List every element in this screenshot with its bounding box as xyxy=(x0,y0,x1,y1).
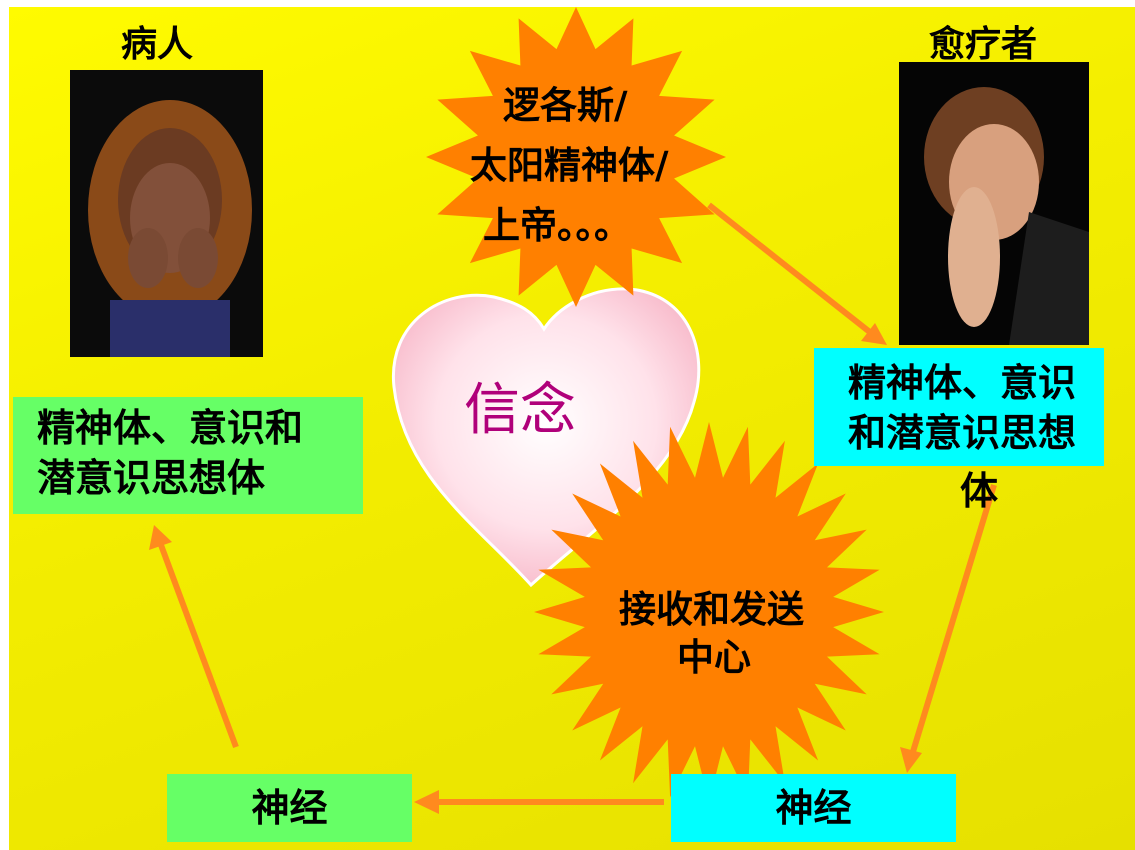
logos-line-2: 太阳精神体/ xyxy=(470,144,669,187)
arrow-logos-to-healer xyxy=(707,202,873,336)
patient-photo xyxy=(70,70,263,357)
diagram-canvas xyxy=(149,7,997,814)
patient-mind-line-2: 潜意识思想体 xyxy=(37,456,266,500)
slide: 病人 愈疗者 逻各斯/ 太阳精神体/ 上帝。。。 信念 接收和发送 中心 精神 xyxy=(9,7,1135,850)
healer-photo xyxy=(899,62,1089,345)
logos-starburst xyxy=(426,7,726,307)
arrow-nerve-to-patient xyxy=(158,543,239,749)
healer-nerve-label: 神经 xyxy=(775,786,852,830)
patient-nerve-box: 神经 xyxy=(167,774,412,842)
arrowhead-healer-to-nerve xyxy=(900,747,922,773)
arrow-healer-to-nerve xyxy=(909,484,997,756)
center-line-2: 中心 xyxy=(677,636,751,679)
healer-title: 愈疗者 xyxy=(929,24,1038,65)
healer-mind-line-3: 体 xyxy=(960,469,999,513)
center-line-1: 接收和发送 xyxy=(619,588,804,631)
center-starburst xyxy=(534,422,884,802)
healer-mind-line-2: 和潜意识思想 xyxy=(848,411,1077,455)
patient-title: 病人 xyxy=(121,24,194,65)
healer-mind-box: 精神体、意识 和潜意识思想 xyxy=(814,348,1104,466)
arrowhead-nerve-to-patient xyxy=(149,525,172,550)
patient-nerve-label: 神经 xyxy=(251,786,328,830)
patient-mind-box: 精神体、意识和 潜意识思想体 xyxy=(13,397,363,514)
logos-line-1: 逻各斯/ xyxy=(503,84,628,127)
arrowhead-logos-to-healer xyxy=(861,323,887,345)
healer-nerve-box: 神经 xyxy=(671,774,956,842)
arrowhead-nerve-to-nerve xyxy=(414,790,439,814)
healer-mind-line-1: 精神体、意识 xyxy=(848,361,1077,405)
logos-line-3: 上帝。。。 xyxy=(483,204,631,247)
patient-mind-line-1: 精神体、意识和 xyxy=(37,406,304,450)
heart-shape xyxy=(391,287,701,588)
belief-label: 信念 xyxy=(464,378,576,443)
